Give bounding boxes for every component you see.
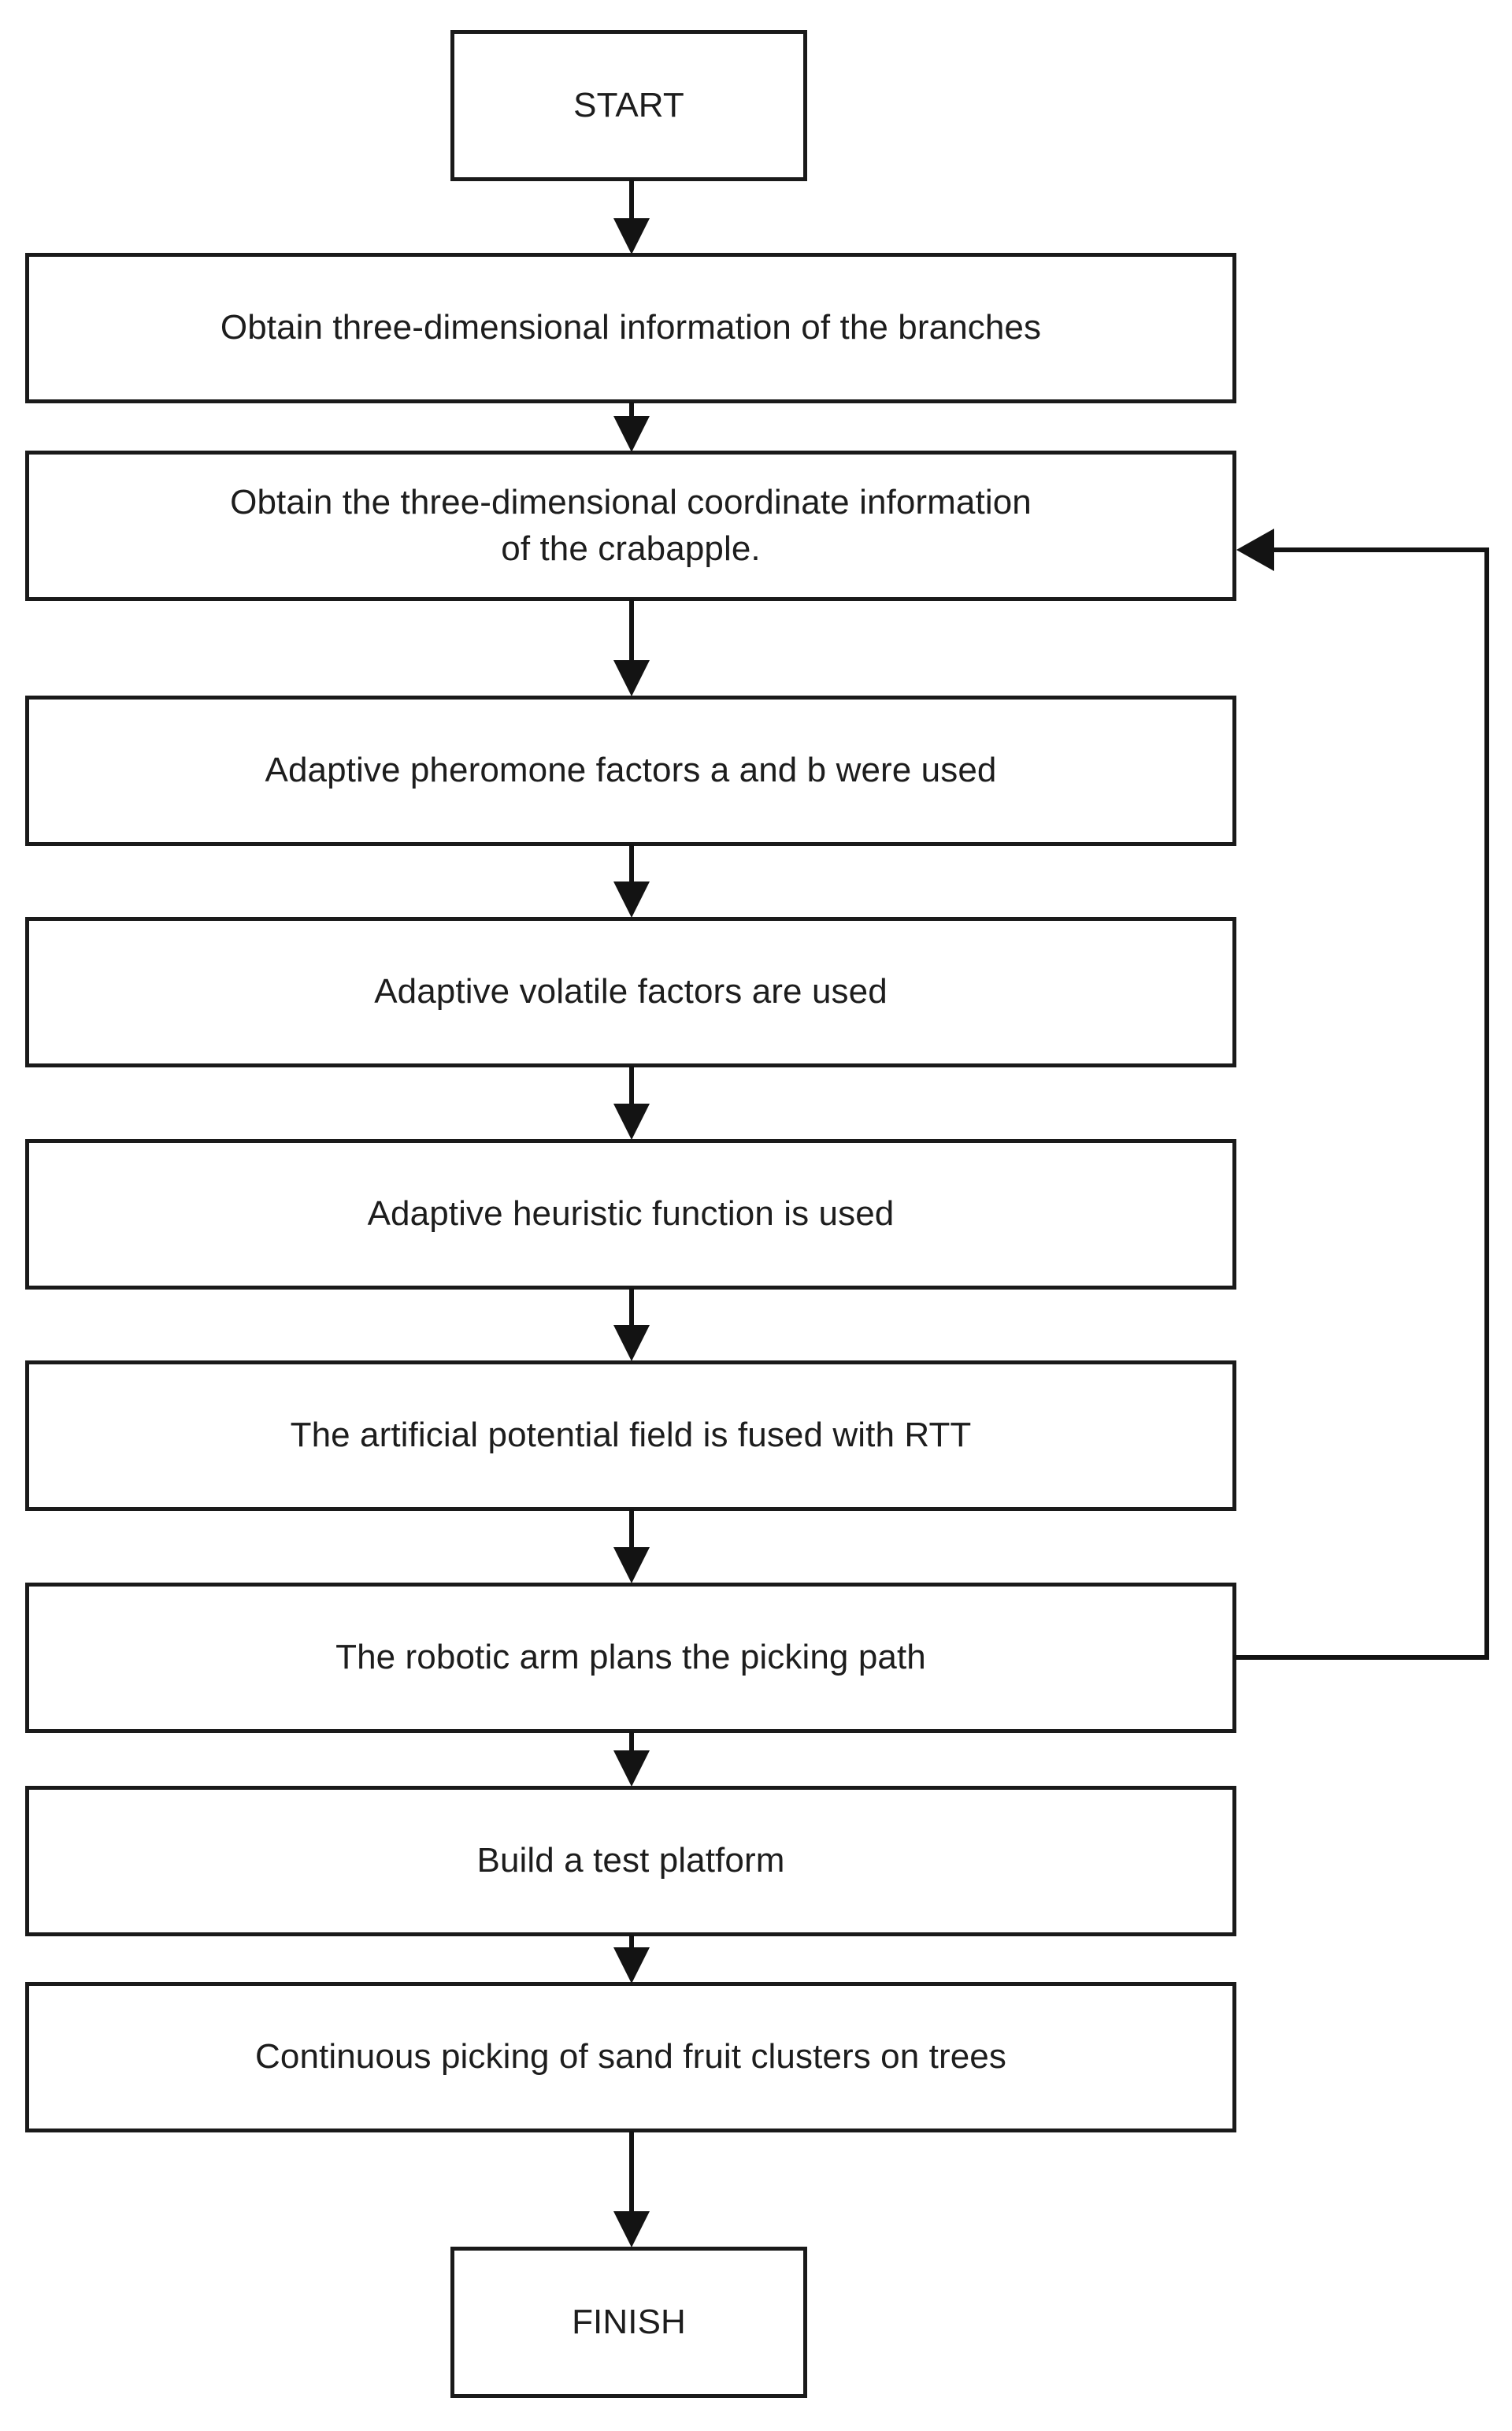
node-continuous-picking[interactable]: Continuous picking of sand fruit cluster… — [25, 1982, 1236, 2132]
edge-stem — [629, 1509, 634, 1550]
edge-stem — [629, 844, 634, 884]
arrowhead-icon — [613, 1947, 650, 1984]
node-obtain-crabapple-label: Obtain the three-dimensional coordinate … — [230, 483, 1032, 568]
arrowhead-icon — [613, 1750, 650, 1787]
feedback-arrowhead-icon — [1236, 529, 1274, 571]
node-finish-label: FINISH — [572, 2302, 686, 2341]
node-obtain-branches-label: Obtain three-dimensional information of … — [220, 308, 1042, 347]
node-picking-path-label: The robotic arm plans the picking path — [335, 1638, 926, 1677]
node-start[interactable]: START — [450, 30, 807, 181]
node-test-platform-label: Build a test platform — [476, 1841, 785, 1880]
arrowhead-icon — [613, 1325, 650, 1361]
node-adaptive-pheromone[interactable]: Adaptive pheromone factors a and b were … — [25, 696, 1236, 846]
node-apf-rtt-label: The artificial potential field is fused … — [290, 1416, 972, 1455]
node-obtain-crabapple[interactable]: Obtain the three-dimensional coordinate … — [25, 451, 1236, 601]
node-obtain-branches[interactable]: Obtain three-dimensional information of … — [25, 253, 1236, 403]
arrowhead-icon — [613, 881, 650, 918]
feedback-loop-top-segment — [1274, 547, 1489, 552]
edge-stem — [629, 2131, 634, 2214]
arrowhead-icon — [613, 1104, 650, 1140]
arrowhead-icon — [613, 218, 650, 254]
feedback-loop-vertical-segment — [1484, 547, 1489, 1657]
feedback-loop-bottom-segment — [1233, 1655, 1489, 1660]
node-start-label: START — [573, 85, 684, 124]
arrowhead-icon — [613, 1547, 650, 1583]
node-adaptive-volatile-label: Adaptive volatile factors are used — [374, 972, 888, 1011]
node-picking-path[interactable]: The robotic arm plans the picking path — [25, 1583, 1236, 1733]
node-test-platform[interactable]: Build a test platform — [25, 1786, 1236, 1936]
node-apf-rtt[interactable]: The artificial potential field is fused … — [25, 1360, 1236, 1511]
edge-stem — [629, 599, 634, 662]
arrowhead-icon — [613, 416, 650, 452]
node-adaptive-heuristic[interactable]: Adaptive heuristic function is used — [25, 1139, 1236, 1290]
node-adaptive-volatile[interactable]: Adaptive volatile factors are used — [25, 917, 1236, 1067]
node-adaptive-pheromone-label: Adaptive pheromone factors a and b were … — [265, 751, 997, 790]
edge-stem — [629, 1288, 634, 1327]
node-adaptive-heuristic-label: Adaptive heuristic function is used — [367, 1194, 895, 1234]
edge-stem — [629, 1066, 634, 1106]
arrowhead-icon — [613, 2211, 650, 2247]
node-finish[interactable]: FINISH — [450, 2247, 807, 2398]
edge-stem — [629, 1731, 634, 1753]
node-continuous-picking-label: Continuous picking of sand fruit cluster… — [255, 2037, 1006, 2077]
edge-stem — [629, 1935, 634, 1950]
edge-stem — [629, 402, 634, 419]
edge-stem — [629, 180, 634, 221]
arrowhead-icon — [613, 660, 650, 696]
